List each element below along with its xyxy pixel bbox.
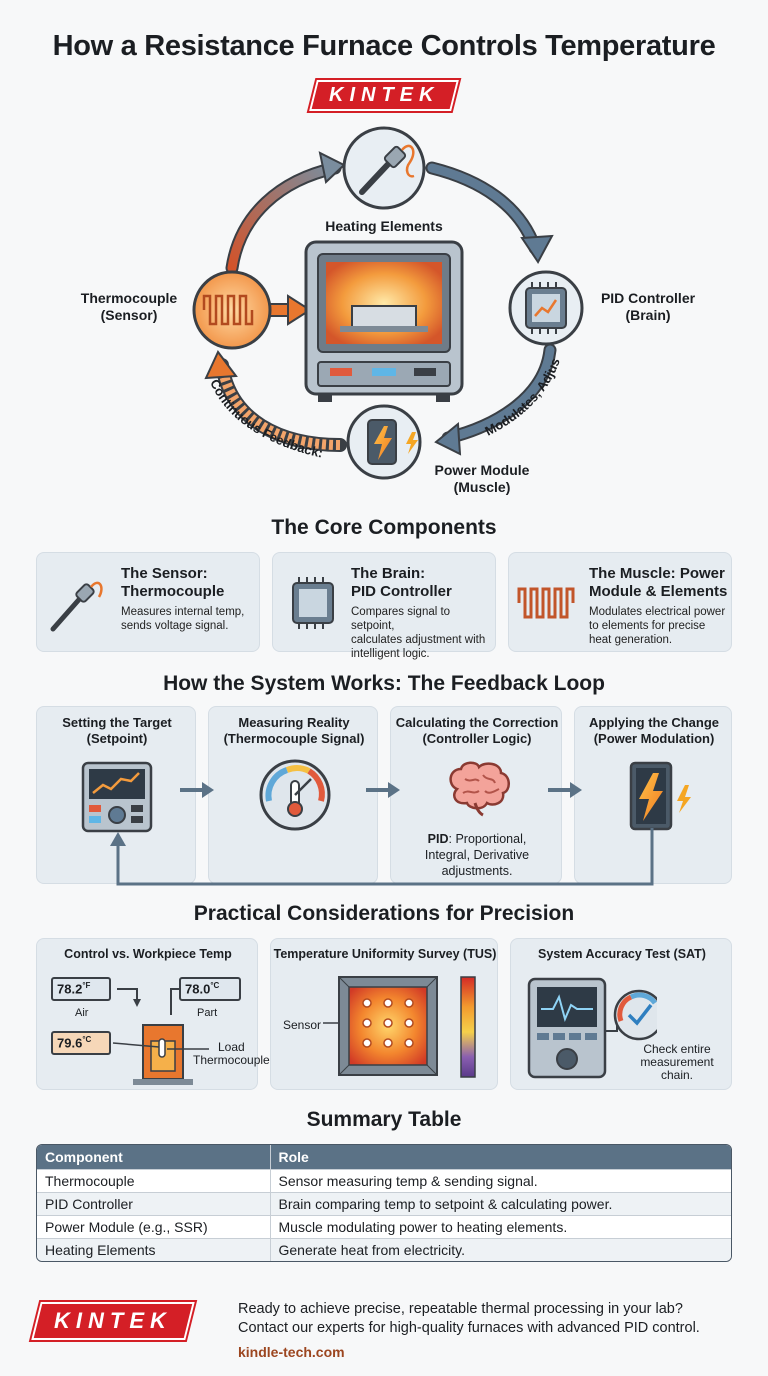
brain-icon	[449, 761, 510, 817]
load-temp-display: 79.6°C	[51, 1031, 111, 1055]
summary-title: Summary Table	[306, 1108, 462, 1131]
sat-instrument-icon	[527, 977, 657, 1079]
lightning-bolt-icon	[639, 773, 663, 821]
table-cell: Brain comparing temp to setpoint & calcu…	[270, 1192, 731, 1216]
control-cycle-diagram: Continuous Feedback: Modulates, Adjust	[0, 120, 584, 480]
power-module-node	[346, 404, 422, 480]
thermocouple-node	[192, 270, 272, 350]
thermocouple-probe-icon	[50, 581, 103, 632]
tus-heatmap-icon	[323, 976, 476, 1078]
pid-controller-label: PID Controller(Brain)	[600, 290, 696, 323]
air-temp-display: 78.2°F	[51, 977, 111, 1001]
thermocouple-probe-icon	[359, 144, 415, 195]
sensor-card: The Sensor:Thermocouple Measures interna…	[36, 552, 260, 652]
feedback-loop-arrows	[110, 782, 654, 886]
practical-title: Practical Considerations for Precision	[193, 902, 575, 925]
table-row: Power Module (e.g., SSR)Muscle modulatin…	[37, 1215, 731, 1239]
sensor-card-title: The Sensor:Thermocouple	[121, 565, 225, 600]
footer-cta: Ready to achieve precise, repeatable the…	[238, 1300, 748, 1338]
tus-card: Temperature Uniformity Survey (TUS) Sens…	[270, 938, 498, 1090]
sensor-card-desc: Measures internal temp,sends voltage sig…	[121, 606, 245, 632]
control-panel-icon	[81, 761, 153, 833]
control-vs-workpiece-card: Control vs. Workpiece Temp 78.2°F Air 78…	[36, 938, 270, 1090]
column-header-role: Role	[270, 1145, 731, 1170]
furnace-icon	[304, 240, 464, 402]
spark-icon	[406, 432, 418, 454]
page-title: How a Resistance Furnace Controls Temper…	[52, 30, 716, 62]
table-cell: Sensor measuring temp & sending signal.	[270, 1169, 731, 1193]
gauge-thermometer-icon	[259, 759, 331, 831]
power-module-label: Power Module(Muscle)	[434, 462, 530, 495]
arrow-sensor-to-elements	[225, 151, 346, 275]
table-header-row: Component Role	[37, 1145, 731, 1170]
core-components-title: The Core Components	[271, 516, 497, 539]
brain-card-desc: Compares signal to setpoint,calculates a…	[351, 606, 486, 660]
lightning-bolt-icon	[374, 426, 392, 460]
heating-elements-label: Heating Elements	[325, 218, 443, 234]
column-header-component: Component	[37, 1145, 271, 1170]
air-label: Air	[75, 1007, 89, 1019]
part-label: Part	[197, 1007, 218, 1019]
sensor-label: Sensor	[283, 1018, 322, 1032]
table-cell: Muscle modulating power to heating eleme…	[270, 1215, 731, 1239]
table-cell: Thermocouple	[37, 1169, 271, 1193]
table-cell: Generate heat from electricity.	[270, 1238, 731, 1261]
brand-logo-footer: KINTEK	[31, 1302, 195, 1340]
arrow-feedback-loop	[204, 350, 347, 452]
spark-icon	[677, 785, 691, 813]
power-module-icon	[629, 761, 691, 831]
chip-icon	[292, 577, 334, 629]
arrow-elements-to-pid	[425, 161, 554, 264]
heating-elements-node	[342, 126, 426, 210]
footer-line-1: Ready to achieve precise, repeatable the…	[238, 1301, 683, 1317]
chip-icon	[525, 282, 567, 334]
arrow-pid-to-power	[434, 343, 557, 456]
table-cell: Power Module (e.g., SSR)	[37, 1215, 271, 1239]
table-cell: PID Controller	[37, 1192, 271, 1216]
brand-text: KINTEK	[54, 1308, 172, 1333]
part-temp-display: 78.0°C	[179, 977, 241, 1001]
heating-coil-icon	[202, 294, 254, 326]
heating-coil-icon	[517, 587, 575, 619]
feedback-loop-title: How the System Works: The Feedback Loop	[163, 672, 605, 695]
step-measuring: Measuring Reality(Thermocouple Signal)	[208, 706, 378, 884]
modulates-label: Modulates, Adjust	[0, 120, 563, 439]
workpiece-furnace-icon	[112, 988, 209, 1085]
footer-url-link[interactable]: kindle-tech.com	[238, 1344, 345, 1360]
pid-controller-node	[508, 270, 584, 346]
table-cell: Heating Elements	[37, 1238, 271, 1261]
brand-text: KINTEK	[328, 84, 440, 106]
pid-note: PID: Proportional, Integral, Derivative …	[424, 832, 530, 878]
footer-line-2: Contact our experts for high-quality fur…	[238, 1320, 700, 1336]
thermocouple-label: Thermocouple(Sensor)	[80, 290, 178, 323]
step-calculating: Calculating the Correction(Controller Lo…	[390, 706, 562, 884]
step-setpoint: Setting the Target(Setpoint)	[36, 706, 196, 884]
brain-card-title: The Brain:PID Controller	[351, 565, 452, 600]
brand-logo-top: KINTEK	[0, 80, 768, 111]
brain-card: The Brain:PID Controller Compares signal…	[272, 552, 496, 660]
